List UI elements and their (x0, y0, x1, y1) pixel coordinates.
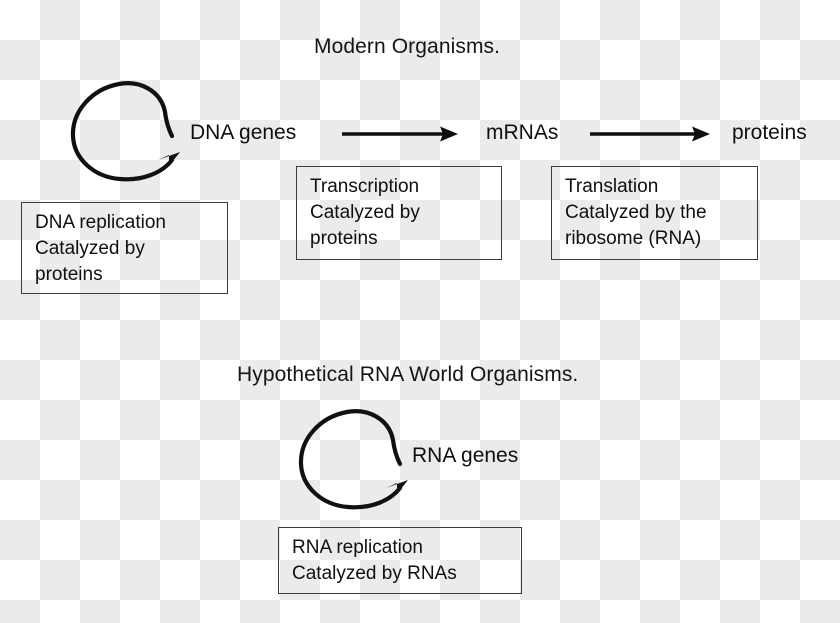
caption-line: Catalyzed by the (565, 202, 707, 223)
arrow-translation (588, 122, 712, 146)
arrow-transcription (340, 122, 460, 146)
circular-replication-arrow-icon (298, 409, 408, 510)
node-label-proteins: proteins (732, 121, 807, 144)
caption-line: DNA replication (35, 212, 166, 233)
rna-self-replication-loop (290, 402, 418, 518)
right-arrow-icon (590, 126, 710, 142)
rna-replication-caption: RNA replication Catalyzed by RNAs (278, 527, 522, 594)
caption-line: Translation (565, 176, 659, 197)
caption-line: Catalyzed by (310, 202, 420, 223)
right-arrow-icon (342, 126, 458, 142)
caption-line: Transcription (310, 176, 420, 197)
node-label-dna-genes: DNA genes (190, 121, 297, 144)
node-label-rna-genes: RNA genes (412, 444, 519, 467)
caption-line: proteins (35, 264, 103, 285)
caption-line: Catalyzed by (35, 238, 145, 259)
transcription-caption: Transcription Catalyzed by proteins (296, 166, 502, 260)
circular-replication-arrow-icon (70, 81, 180, 182)
dna-replication-caption: DNA replication Catalyzed by proteins (21, 202, 228, 294)
node-label-mrnas: mRNAs (486, 121, 559, 144)
caption-line: RNA replication (292, 537, 423, 558)
caption-line: Catalyzed by RNAs (292, 563, 457, 584)
translation-caption: Translation Catalyzed by the ribosome (R… (551, 166, 758, 260)
section-heading-rna-world: Hypothetical RNA World Organisms. (237, 363, 579, 386)
caption-line: proteins (310, 228, 378, 249)
section-heading-modern-organisms: Modern Organisms. (314, 35, 501, 58)
caption-line: ribosome (RNA) (565, 228, 702, 249)
dna-self-replication-loop (62, 74, 190, 190)
